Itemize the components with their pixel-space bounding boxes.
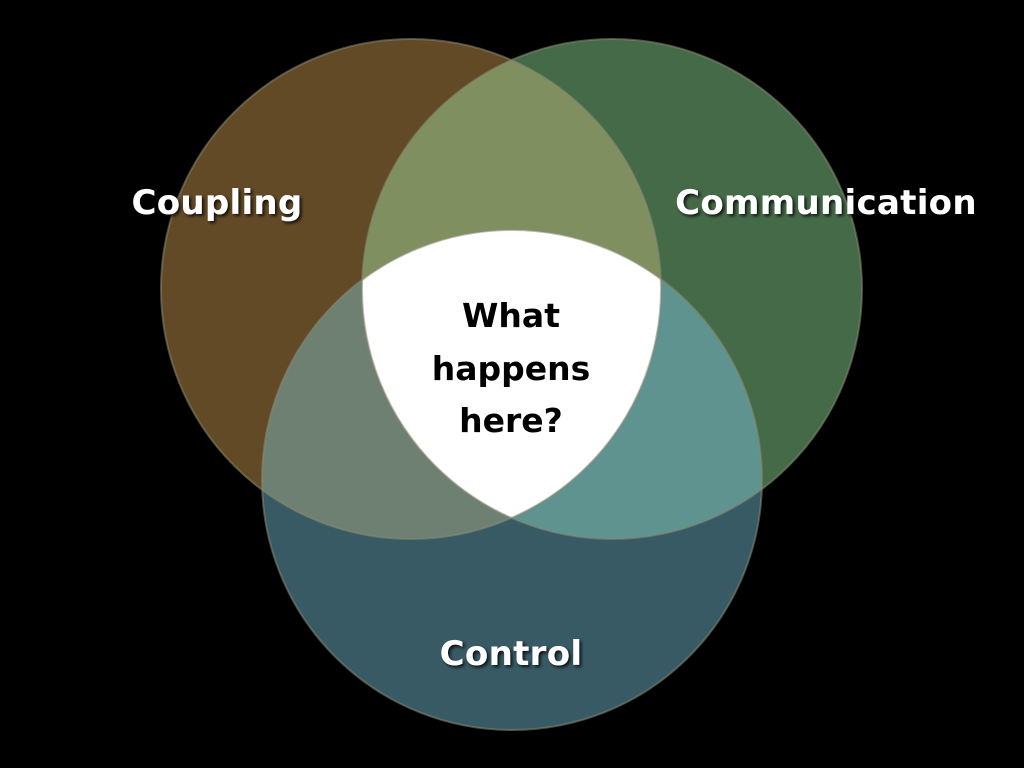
center-question-line-3: here?: [459, 401, 563, 440]
center-question-line-1: What: [462, 296, 560, 335]
center-overlap: [362, 230, 661, 539]
control-outline: [261, 229, 763, 731]
control-label: Control: [440, 634, 583, 674]
communication-outline: [361, 38, 863, 540]
coupling-outline: [160, 38, 662, 540]
center-question-line-2: happens: [432, 349, 591, 388]
communication-label: Communication: [675, 183, 977, 223]
coupling-label: Coupling: [131, 183, 302, 223]
